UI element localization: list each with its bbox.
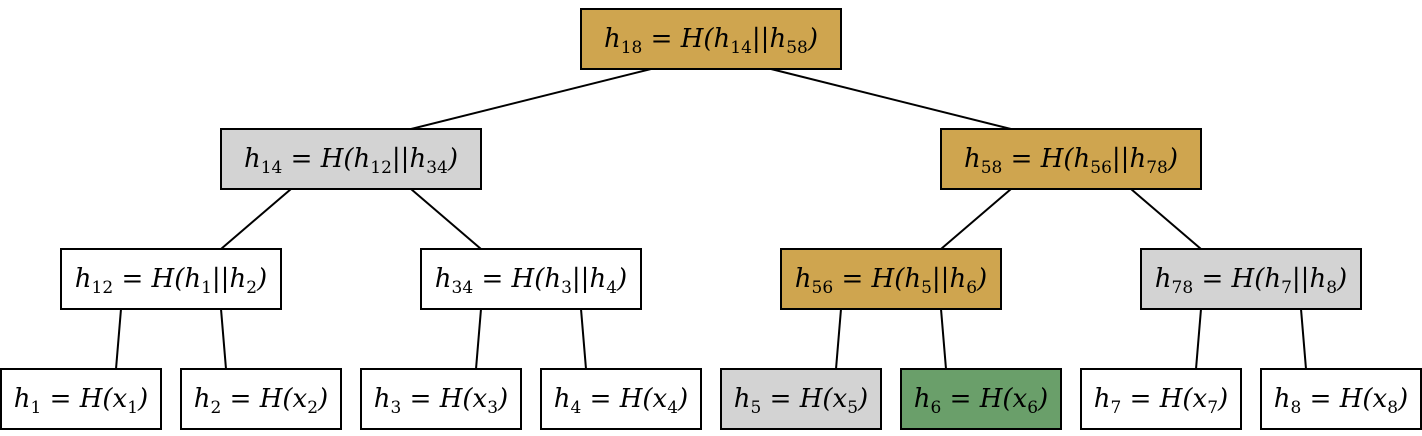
node-label-h12: h12 = H(h1||h2) (75, 264, 267, 298)
node-h2: h2 = H(x2) (180, 368, 342, 430)
node-h5: h5 = H(x5) (720, 368, 882, 430)
node-box-h5 (720, 368, 882, 430)
node-label-h18: h18 = H(h14||h58) (604, 24, 818, 58)
edge-h34-h3 (475, 308, 482, 370)
node-box-h6 (900, 368, 1062, 430)
edge-h78-h7 (1195, 308, 1202, 370)
node-box-h58 (940, 128, 1202, 190)
node-box-h1 (0, 368, 162, 430)
node-box-h18 (580, 8, 842, 70)
node-box-h34 (420, 248, 642, 310)
edge-h58-h78 (1130, 188, 1202, 250)
node-h14: h14 = H(h12||h34) (220, 128, 482, 190)
node-box-h8 (1260, 368, 1422, 430)
edge-h12-h2 (220, 308, 227, 370)
node-box-h7 (1080, 368, 1242, 430)
node-label-h78: h78 = H(h7||h8) (1155, 264, 1347, 298)
node-label-h56: h56 = H(h5||h6) (795, 264, 987, 298)
node-box-h3 (360, 368, 522, 430)
node-label-h3: h3 = H(x3) (374, 384, 508, 418)
node-h34: h34 = H(h3||h4) (420, 248, 642, 310)
edge-h56-h5 (835, 308, 842, 370)
edge-h18-h14 (410, 68, 652, 130)
node-label-h8: h8 = H(x8) (1274, 384, 1408, 418)
node-h18: h18 = H(h14||h58) (580, 8, 842, 70)
edge-h56-h6 (940, 308, 947, 370)
node-label-h14: h14 = H(h12||h34) (244, 144, 458, 178)
edge-h14-h34 (410, 188, 482, 250)
node-h56: h56 = H(h5||h6) (780, 248, 1002, 310)
node-label-h1: h1 = H(x1) (14, 384, 148, 418)
node-label-h58: h58 = H(h56||h78) (964, 144, 1178, 178)
node-h78: h78 = H(h7||h8) (1140, 248, 1362, 310)
node-label-h6: h6 = H(x6) (914, 384, 1048, 418)
node-h6: h6 = H(x6) (900, 368, 1062, 430)
node-box-h56 (780, 248, 1002, 310)
node-h1: h1 = H(x1) (0, 368, 162, 430)
node-h58: h58 = H(h56||h78) (940, 128, 1202, 190)
node-box-h4 (540, 368, 702, 430)
node-h12: h12 = H(h1||h2) (60, 248, 282, 310)
node-box-h12 (60, 248, 282, 310)
edge-h18-h58 (770, 68, 1012, 130)
edge-h14-h12 (220, 188, 292, 250)
node-label-h4: h4 = H(x4) (554, 384, 688, 418)
node-label-h34: h34 = H(h3||h4) (435, 264, 627, 298)
node-h4: h4 = H(x4) (540, 368, 702, 430)
edge-h34-h4 (580, 308, 587, 370)
node-label-h7: h7 = H(x7) (1094, 384, 1228, 418)
edge-h12-h1 (115, 308, 122, 370)
edge-h78-h8 (1300, 308, 1307, 370)
node-label-h2: h2 = H(x2) (194, 384, 328, 418)
node-box-h14 (220, 128, 482, 190)
node-h3: h3 = H(x3) (360, 368, 522, 430)
node-h8: h8 = H(x8) (1260, 368, 1422, 430)
node-h7: h7 = H(x7) (1080, 368, 1242, 430)
edge-h58-h56 (940, 188, 1012, 250)
nodes-layer: h18 = H(h14||h58) h14 = H(h12||h34) h58 = … (0, 8, 1422, 430)
edges-layer (115, 68, 1307, 370)
node-label-h5: h5 = H(x5) (734, 384, 868, 418)
node-box-h2 (180, 368, 342, 430)
node-box-h78 (1140, 248, 1362, 310)
